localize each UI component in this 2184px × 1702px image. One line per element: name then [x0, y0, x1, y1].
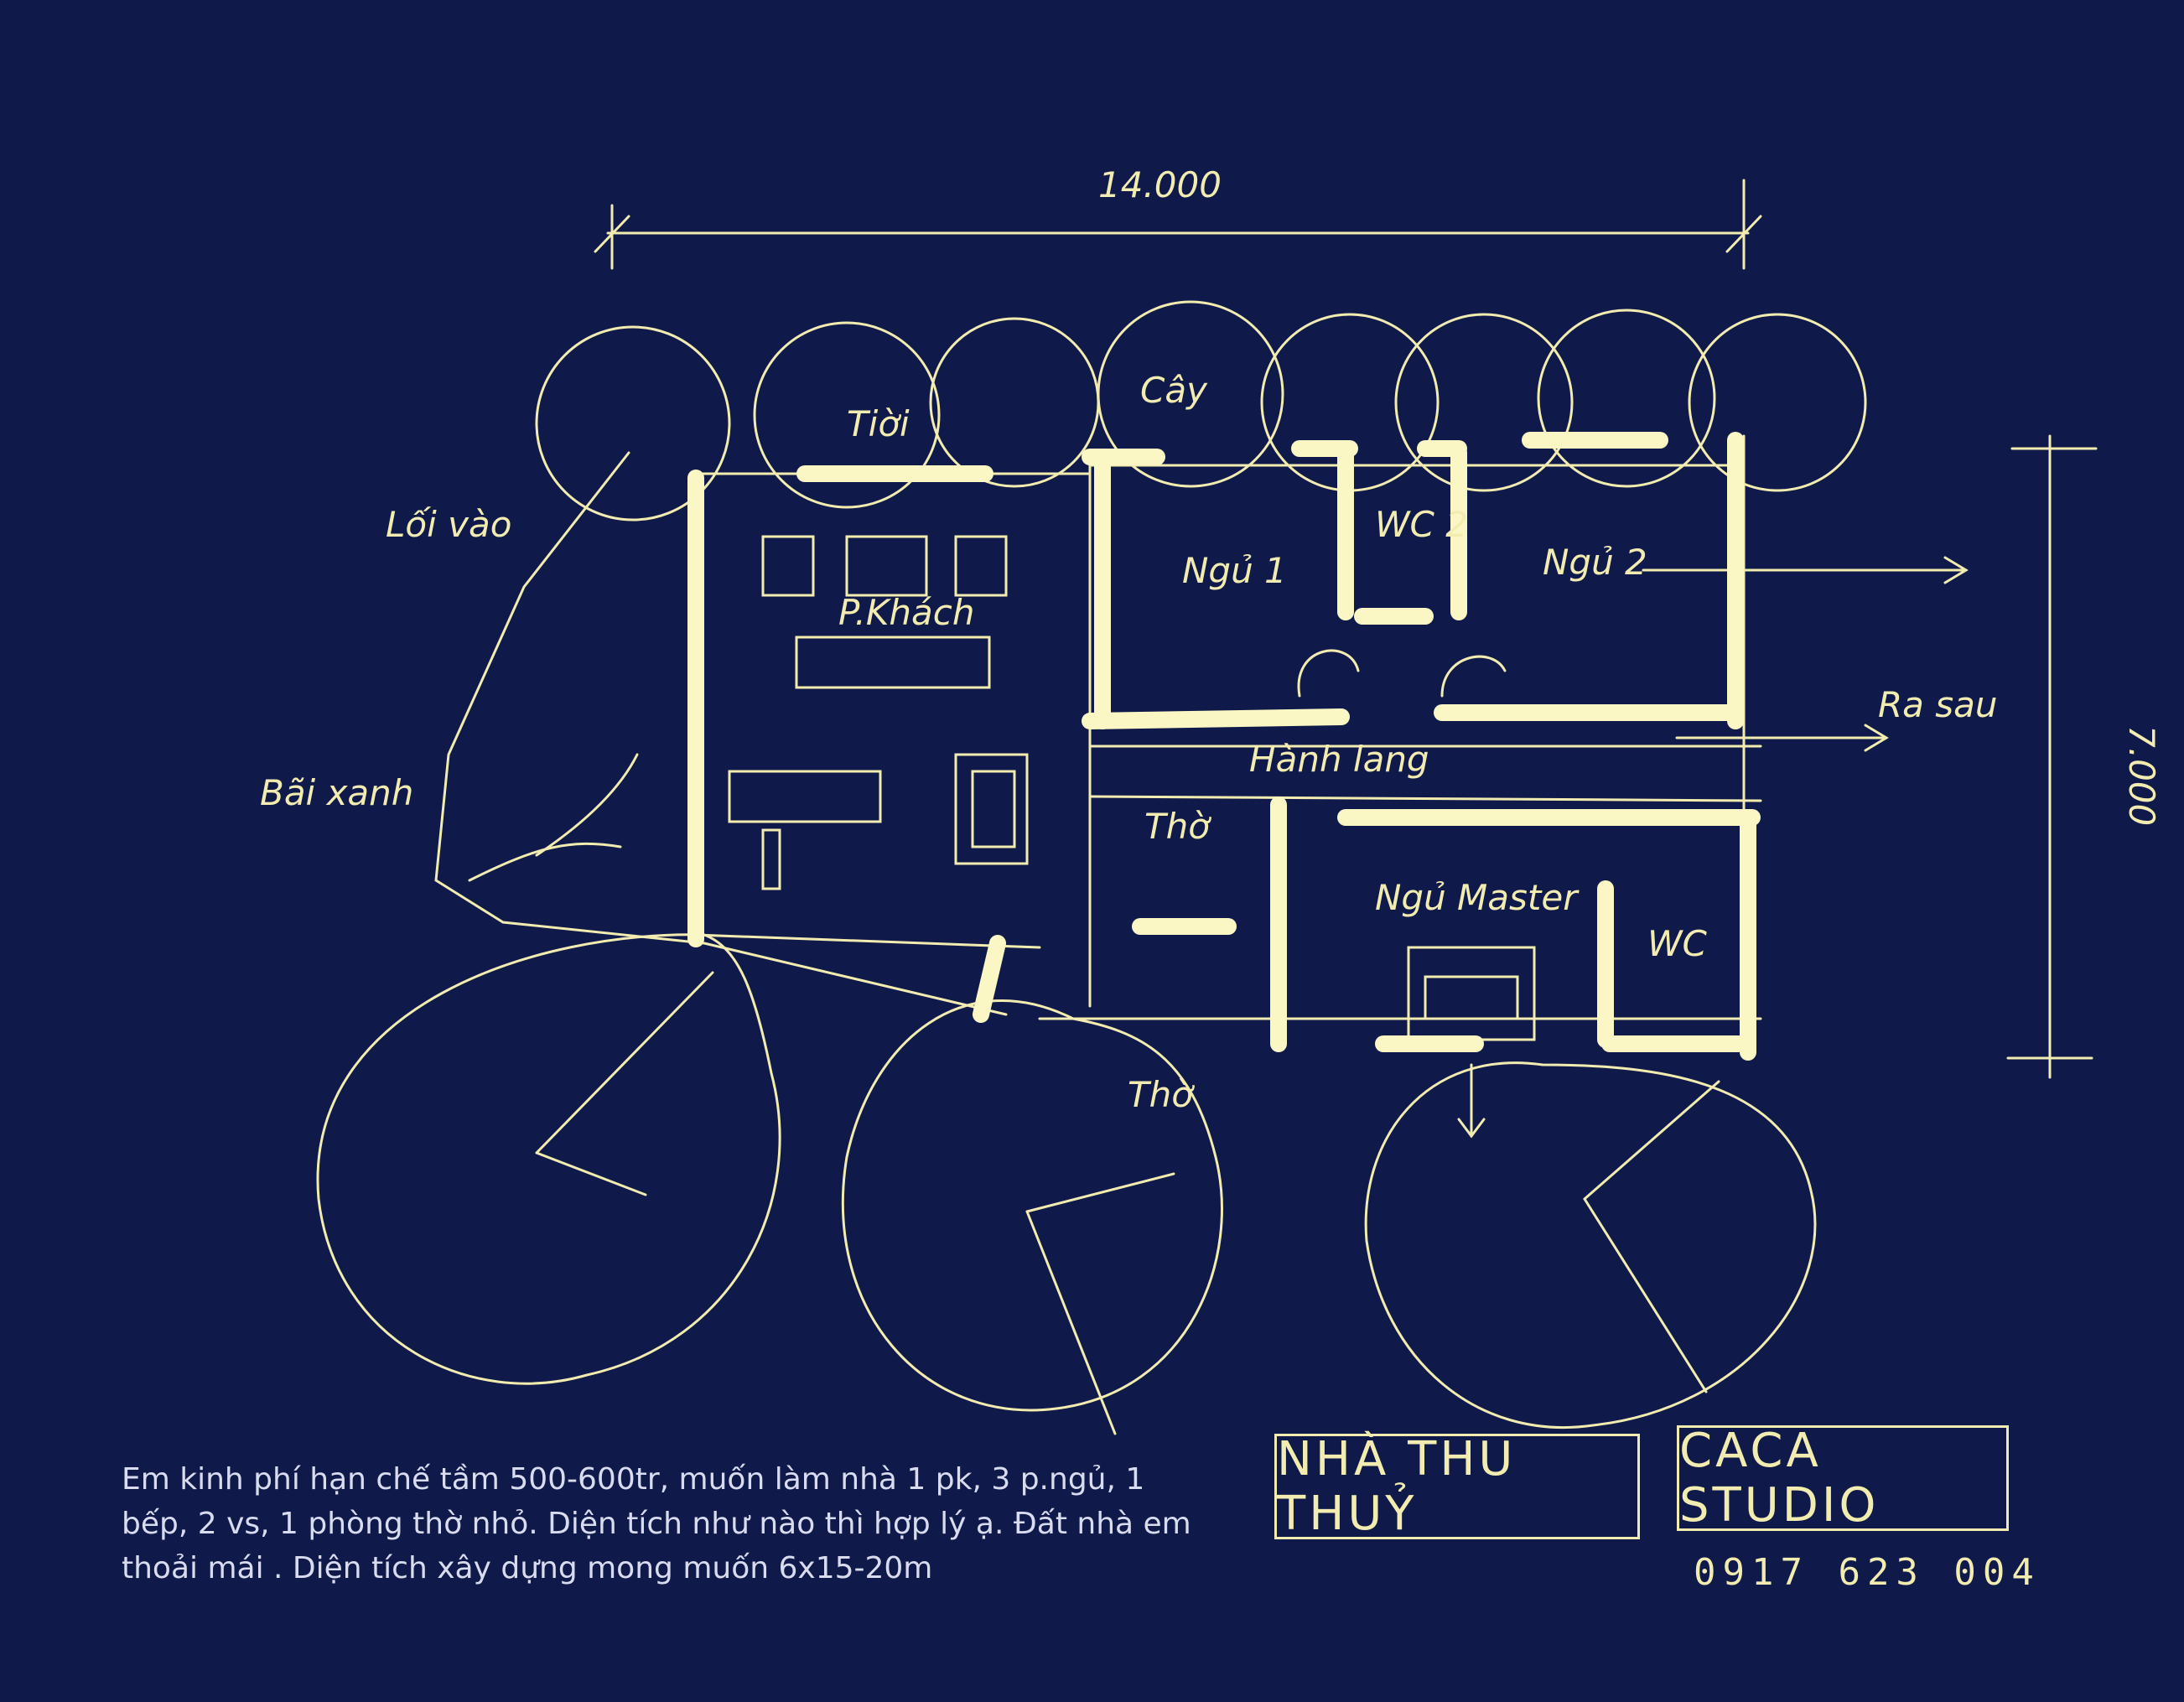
label-master-bedroom: Ngủ Master — [1375, 877, 1580, 918]
label-bedroom-2: Ngủ 2 — [1543, 542, 1647, 583]
client-request-note: Em kinh phí hạn chế tầm 500-600tr, muốn … — [122, 1462, 1191, 1585]
label-bedroom-1: Ngủ 1 — [1182, 550, 1287, 591]
studio-title-box: CACA STUDIO — [1677, 1424, 2009, 1533]
label-width-dimension: 14.000 — [1098, 164, 1222, 205]
label-depth-dimension: 7.000 — [2121, 725, 2162, 826]
tree-row-bottom — [316, 933, 1817, 1435]
label-lawn: Bãi xanh — [260, 772, 413, 813]
label-trees: Cây — [1140, 370, 1208, 411]
label-entrance: Lối vào — [386, 504, 511, 545]
label-altar-room: Thờ — [1144, 806, 1211, 847]
label-altar-outside: Thờ — [1128, 1074, 1195, 1115]
label-back-exit: Ra sau — [1878, 684, 1998, 725]
walls — [687, 432, 1761, 1061]
label-wc-1: WC 2 — [1375, 504, 1468, 545]
label-living-room: P.Khách — [838, 592, 975, 633]
label-wc-2: WC — [1647, 923, 1708, 964]
label-yard: Tiời — [847, 403, 910, 444]
studio-phone: 0917 623 004 — [1694, 1551, 2041, 1594]
owner-title-box: NHÀ THU THUỶ — [1274, 1432, 1640, 1541]
site-boundary — [434, 451, 1008, 1016]
label-hallway: Hành lang — [1249, 739, 1429, 780]
tree-row-top — [535, 300, 1867, 521]
